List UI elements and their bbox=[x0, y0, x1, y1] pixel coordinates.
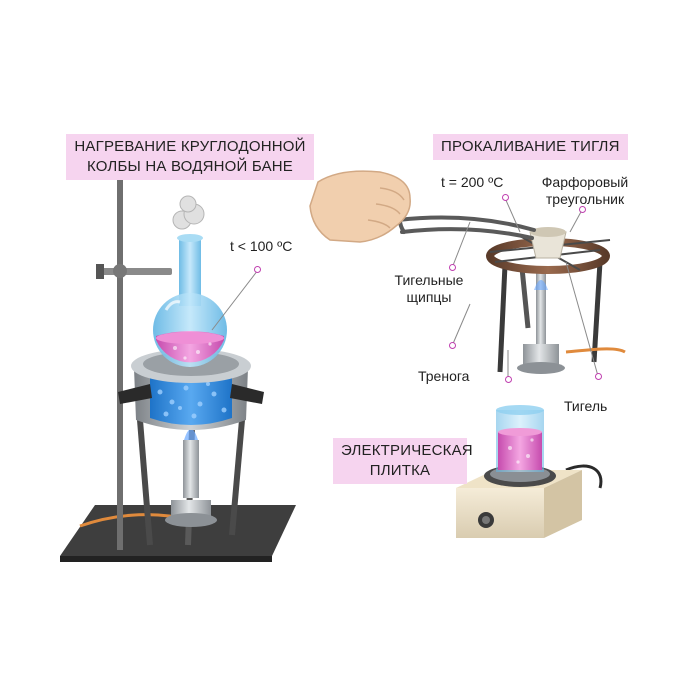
label-crucible-tongs: Тигельные щипцы bbox=[379, 272, 479, 306]
water-bath-apparatus bbox=[60, 160, 296, 562]
title-crucible-ignition: ПРОКАЛИВАНИЕ ТИГЛЯ bbox=[433, 134, 628, 160]
title-line: ПЛИТКА bbox=[369, 462, 431, 479]
title-line: ЭЛЕКТРИЧЕСКАЯ bbox=[341, 442, 473, 459]
gas-burner bbox=[165, 429, 217, 527]
marker-dot bbox=[579, 206, 586, 213]
label-tripod: Тренога bbox=[418, 368, 470, 384]
crucible bbox=[529, 227, 567, 259]
label-crucible: Тигель bbox=[564, 398, 608, 414]
tripod-leg bbox=[591, 261, 603, 363]
tripod-leg bbox=[137, 419, 153, 546]
label-porcelain-triangle: Фарфоровый треугольник bbox=[535, 174, 635, 208]
steam bbox=[172, 195, 205, 230]
marker-dot bbox=[595, 373, 602, 380]
water-bath bbox=[118, 349, 264, 430]
crucible-tongs bbox=[396, 208, 536, 240]
leader-lines bbox=[211, 197, 599, 380]
gas-burner bbox=[517, 268, 565, 374]
label-line: треугольник bbox=[545, 191, 625, 207]
tripod-leg bbox=[229, 419, 245, 536]
marker-dot bbox=[254, 266, 261, 273]
marker-dot bbox=[502, 194, 509, 201]
title-line: НАГРЕВАНИЕ КРУГЛОДОННОЙ bbox=[74, 138, 306, 155]
tripod-leg bbox=[519, 267, 531, 329]
marker-dot bbox=[505, 376, 512, 383]
hand bbox=[309, 170, 411, 243]
hot-plate-apparatus bbox=[456, 405, 603, 538]
label-line: щипцы bbox=[406, 289, 452, 305]
label-temperature-crucible: t = 200 ºC bbox=[441, 174, 504, 190]
title-line: КОЛБЫ НА ВОДЯНОЙ БАНЕ bbox=[86, 158, 294, 175]
marker-dot bbox=[449, 264, 456, 271]
title-electric-hotplate: ЭЛЕКТРИЧЕСКАЯ ПЛИТКА bbox=[333, 438, 473, 484]
beaker bbox=[496, 405, 544, 472]
label-line: Тигельные bbox=[394, 272, 464, 288]
power-cord bbox=[565, 464, 603, 489]
hot-plate-body bbox=[456, 488, 544, 538]
label-temperature-water-bath: t < 100 ºC bbox=[230, 238, 293, 254]
crucible-apparatus bbox=[309, 170, 626, 374]
tripod-leg bbox=[497, 264, 508, 373]
title-water-bath: НАГРЕВАНИЕ КРУГЛОДОННОЙ КОЛБЫ НА ВОДЯНОЙ… bbox=[66, 134, 314, 180]
label-line: Фарфоровый bbox=[541, 174, 629, 190]
marker-dot bbox=[449, 342, 456, 349]
round-bottom-flask bbox=[153, 234, 227, 367]
stand-rod bbox=[117, 160, 123, 550]
gas-hose bbox=[565, 347, 626, 354]
title-text: ПРОКАЛИВАНИЕ ТИГЛЯ bbox=[441, 138, 620, 155]
